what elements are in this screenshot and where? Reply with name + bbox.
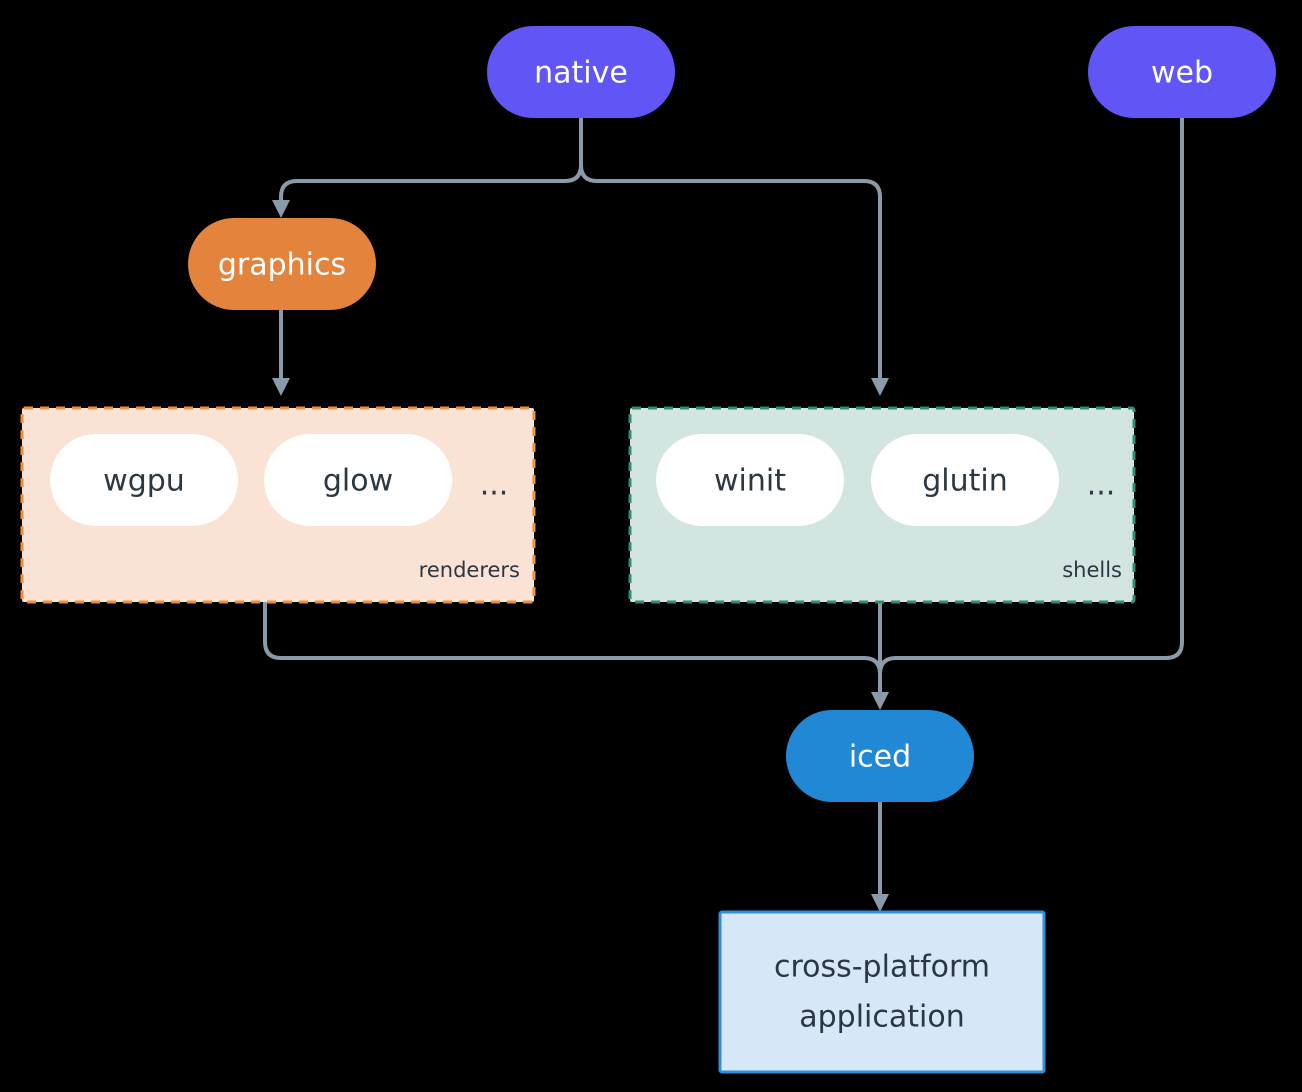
edge-layer	[263, 110, 1184, 912]
group-renderers[interactable]: wgpu glow ... renderers	[20, 406, 536, 604]
node-application-label-line2: application	[799, 1000, 964, 1035]
arrowhead-to-iced	[871, 692, 889, 710]
group-renderers-label: renderers	[419, 558, 520, 582]
edge-web-to-iced	[878, 110, 1184, 698]
chip-glutin-label: glutin	[922, 464, 1008, 499]
group-shells[interactable]: winit glutin ... shells	[628, 406, 1136, 604]
chip-wgpu-label: wgpu	[103, 464, 185, 499]
chip-wgpu-shape[interactable]	[50, 434, 238, 526]
node-application[interactable]: cross-platform application	[718, 910, 1046, 1074]
node-application-shape[interactable]	[718, 910, 1046, 1074]
node-graphics[interactable]: graphics	[188, 218, 376, 310]
arrowhead-graphics-to-renderers	[272, 378, 290, 396]
edge-native-trunk	[279, 110, 583, 207]
node-application-label-line1: cross-platform	[774, 950, 990, 985]
edge-renderers-to-iced	[263, 600, 882, 698]
arrowhead-native-to-shells	[871, 378, 889, 396]
shells-more-ellipsis: ...	[1087, 468, 1116, 503]
node-native-shape[interactable]	[487, 26, 675, 118]
node-graphics-shape[interactable]	[188, 218, 376, 310]
chip-winit-shape[interactable]	[656, 434, 844, 526]
chip-glutin-shape[interactable]	[871, 434, 1059, 526]
arrowhead-native-to-graphics	[272, 200, 290, 218]
edge-native-to-shells	[579, 110, 882, 384]
node-web-label: web	[1151, 56, 1213, 91]
chip-glow-label: glow	[323, 464, 393, 499]
chip-winit-label: winit	[714, 464, 786, 499]
node-iced-label: iced	[849, 740, 911, 775]
node-iced-shape[interactable]	[786, 710, 974, 802]
node-iced[interactable]: iced	[786, 710, 974, 802]
chip-glow-shape[interactable]	[264, 434, 452, 526]
node-graphics-label: graphics	[218, 248, 346, 283]
arrowhead-iced-to-application	[871, 894, 889, 912]
node-native-label: native	[534, 56, 628, 91]
node-web[interactable]: web	[1088, 26, 1276, 118]
renderers-more-ellipsis: ...	[480, 468, 509, 503]
node-native[interactable]: native	[487, 26, 675, 118]
group-shells-label: shells	[1062, 558, 1122, 582]
node-web-shape[interactable]	[1088, 26, 1276, 118]
